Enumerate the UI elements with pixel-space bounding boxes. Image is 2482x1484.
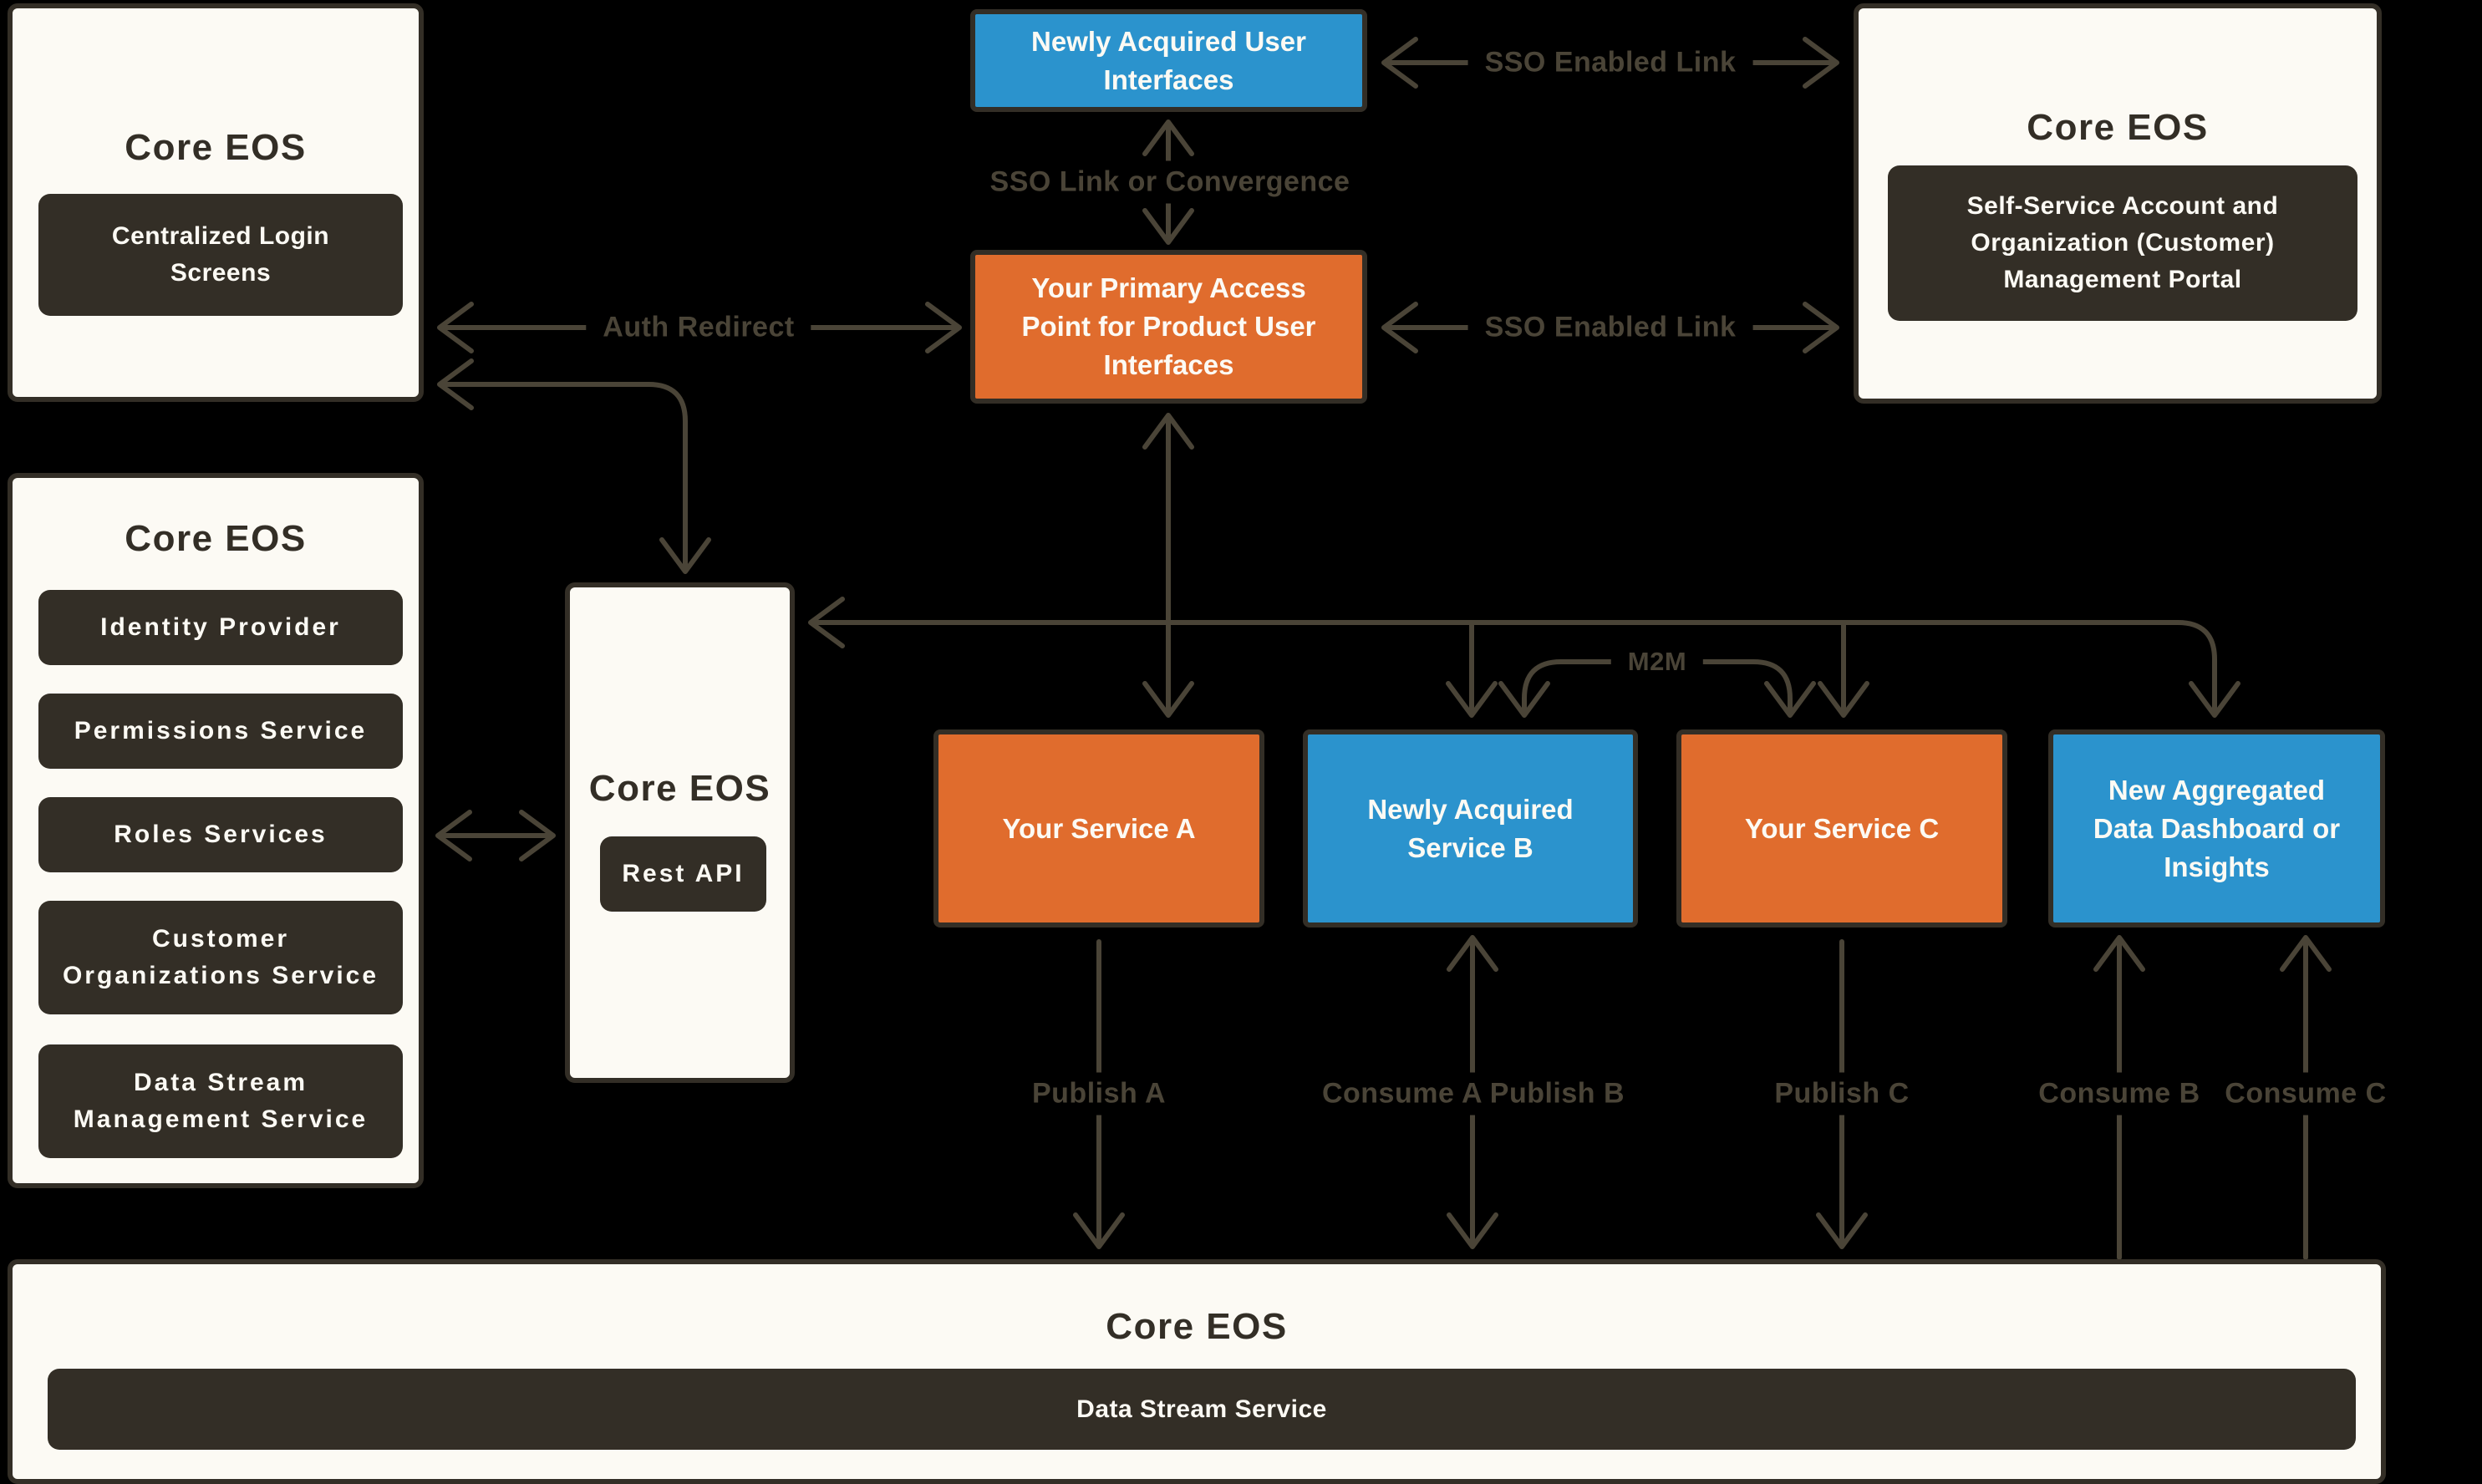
label-auth-redirect: Auth Redirect bbox=[586, 306, 811, 349]
permissions-service-box: Permissions Service bbox=[38, 694, 403, 769]
label-publish-a: Publish A bbox=[1015, 1072, 1183, 1116]
arrow-services-collector-line bbox=[808, 597, 2240, 718]
data-stream-service-box: Data Stream Service bbox=[48, 1369, 2356, 1450]
node-newly-acquired-service-b: Newly Acquired Service B bbox=[1303, 729, 1638, 928]
label-consume-b: Consume B bbox=[2022, 1072, 2217, 1116]
customer-organizations-service-box: Customer Organizations Service bbox=[38, 901, 403, 1014]
node-newly-acquired-user-interfaces: Newly Acquired User Interfaces bbox=[970, 9, 1367, 112]
self-service-portal-box: Self-Service Account and Organization (C… bbox=[1888, 165, 2357, 321]
label-sso-link-or-convergence: SSO Link or Convergence bbox=[973, 160, 1367, 204]
label-consume-c: Consume C bbox=[2208, 1072, 2403, 1116]
panel-core-eos-portal: Core EOS Self-Service Account and Organi… bbox=[1854, 3, 2382, 404]
arrow-drop-service-c bbox=[1818, 620, 1869, 718]
panel-title: Core EOS bbox=[1106, 1306, 1288, 1347]
roles-services-box: Roles Services bbox=[38, 797, 403, 872]
arrow-login-to-rest-api-elbow bbox=[437, 358, 711, 574]
node-your-service-c: Your Service C bbox=[1676, 729, 2007, 928]
panel-title: Core EOS bbox=[2027, 107, 2209, 148]
label-consume-a-publish-b: Consume A Publish B bbox=[1305, 1072, 1642, 1116]
panel-core-eos-identity: Core EOS Identity Provider Permissions S… bbox=[8, 473, 424, 1188]
centralized-login-screens-box: Centralized Login Screens bbox=[38, 194, 403, 316]
label-m2m: M2M bbox=[1610, 642, 1704, 682]
panel-core-eos-rest-api: Core EOS Rest API bbox=[565, 582, 795, 1083]
node-primary-access-point: Your Primary Access Point for Product Us… bbox=[970, 250, 1367, 404]
node-new-aggregated-dashboard: New Aggregated Data Dashboard or Insight… bbox=[2048, 729, 2385, 928]
panel-title: Core EOS bbox=[588, 768, 771, 809]
identity-provider-box: Identity Provider bbox=[38, 590, 403, 665]
label-publish-c: Publish C bbox=[1757, 1072, 1926, 1116]
arrow-drop-service-b bbox=[1446, 620, 1498, 718]
node-your-service-a: Your Service A bbox=[933, 729, 1264, 928]
panel-title: Core EOS bbox=[125, 518, 307, 559]
panel-title: Core EOS bbox=[125, 127, 307, 168]
data-stream-management-service-box: Data Stream Management Service bbox=[38, 1044, 403, 1158]
panel-core-eos-data-stream: Core EOS Data Stream Service bbox=[8, 1259, 2386, 1484]
label-sso-enabled-link-mid: SSO Enabled Link bbox=[1467, 306, 1753, 349]
rest-api-box: Rest API bbox=[600, 836, 766, 912]
arrow-primary-access-service-a bbox=[1142, 413, 1194, 718]
panel-core-eos-login: Core EOS Centralized Login Screens bbox=[8, 3, 424, 402]
label-sso-enabled-link-top: SSO Enabled Link bbox=[1467, 41, 1753, 84]
arrow-left-core-to-rest-api bbox=[435, 810, 556, 861]
